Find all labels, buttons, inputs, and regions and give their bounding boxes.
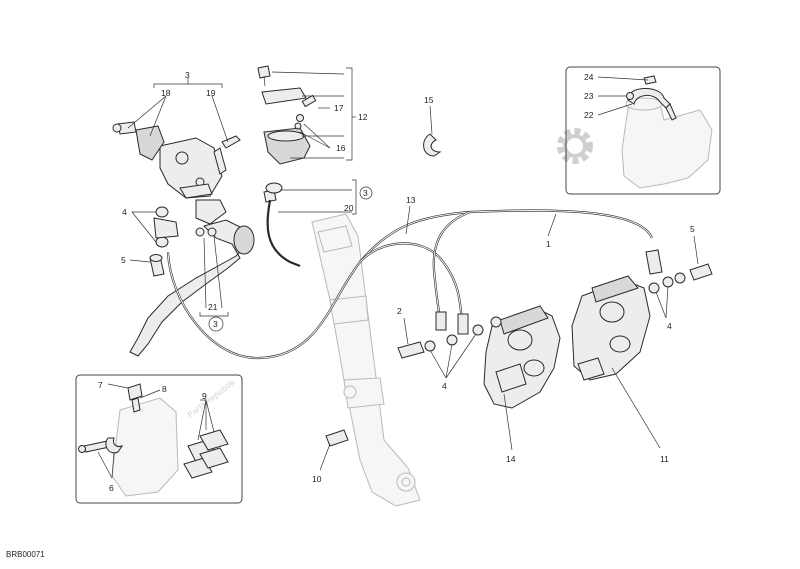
callout-5-right: 5 xyxy=(690,224,695,234)
front-brake-master-cylinder xyxy=(112,65,317,357)
fork-leg-outline xyxy=(311,213,421,507)
callout-15: 15 xyxy=(424,95,434,105)
callout-labels: 1 2 3 3 3 4 4 4 5 5 6 7 8 9 10 11 12 13 … xyxy=(98,70,695,493)
right-front-caliper xyxy=(571,263,713,381)
callout-12: 12 xyxy=(358,112,368,122)
callout-4-mid: 4 xyxy=(442,381,447,391)
callout-4-left: 4 xyxy=(122,207,127,217)
callout-9: 9 xyxy=(202,391,207,401)
callout-23: 23 xyxy=(584,91,594,101)
callout-11: 11 xyxy=(660,454,669,464)
callout-4-right: 4 xyxy=(667,321,672,331)
diagram-code: BRB00071 xyxy=(6,550,45,559)
callout-17: 17 xyxy=(334,103,344,113)
callout-16: 16 xyxy=(336,143,346,153)
callout-10: 10 xyxy=(312,474,322,484)
left-banjo-fittings xyxy=(149,206,179,277)
callout-18: 18 xyxy=(161,88,171,98)
callout-7: 7 xyxy=(98,380,103,390)
callout-21: 21 xyxy=(208,302,218,312)
inset-frame-reservoir xyxy=(565,66,721,195)
callout-5-left: 5 xyxy=(121,255,126,265)
inset-frame-pads xyxy=(75,374,243,504)
inset-reservoir xyxy=(621,75,713,189)
brake-hoses xyxy=(166,209,663,360)
callout-19: 19 xyxy=(206,88,216,98)
callout-6: 6 xyxy=(109,483,114,493)
leader-lines xyxy=(97,67,699,479)
hose-clip xyxy=(423,133,442,157)
assembly-ref-circle-b xyxy=(208,316,224,332)
watermark-text: PartsRepublik xyxy=(185,377,237,420)
gear-icon xyxy=(557,128,593,164)
assembly-ref-circle-a xyxy=(359,186,373,200)
callout-1: 1 xyxy=(546,239,551,249)
caliper-bolt xyxy=(325,429,349,447)
callout-22: 22 xyxy=(584,110,594,120)
left-front-caliper xyxy=(397,305,561,409)
callout-20: 20 xyxy=(344,203,354,213)
callout-3-circle-b: 3 xyxy=(213,319,218,329)
inset-pad-kit xyxy=(78,383,229,497)
callout-3-circle-a: 3 xyxy=(363,188,368,198)
callout-2: 2 xyxy=(397,306,402,316)
callout-3-top: 3 xyxy=(185,70,190,80)
callout-24: 24 xyxy=(584,72,594,82)
callout-14: 14 xyxy=(506,454,516,464)
callout-8: 8 xyxy=(162,384,167,394)
callout-13: 13 xyxy=(406,195,416,205)
